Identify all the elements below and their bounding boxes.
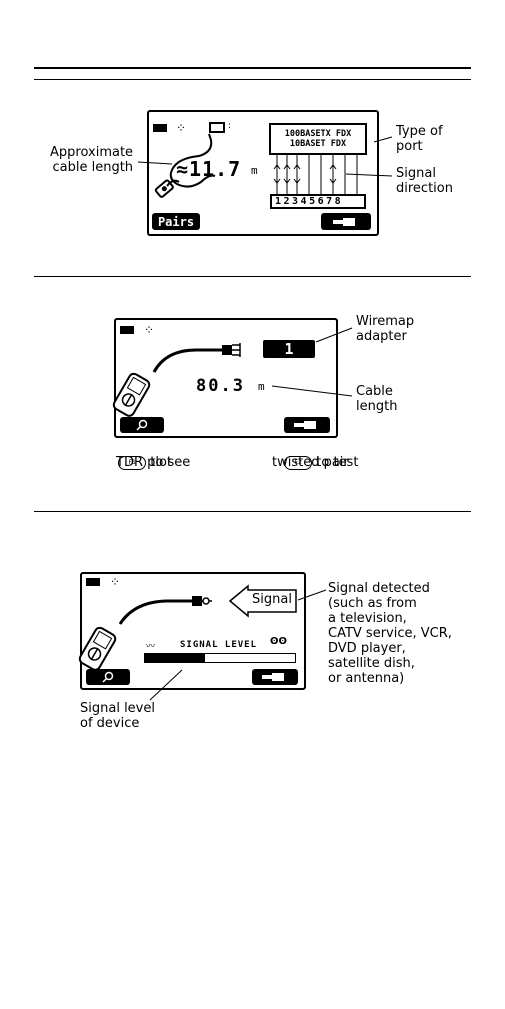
port-type-line1: 100BASETX FDX: [284, 129, 352, 139]
callout-signal-detected: Signal detected (such as from a televisi…: [328, 581, 452, 686]
section-rule-3: [34, 511, 471, 512]
test-pair-softkey[interactable]: [284, 417, 330, 433]
cable-length-value: 80.3: [196, 376, 245, 396]
adapter-id: 1: [284, 340, 294, 358]
magnifier-icon: [136, 419, 148, 431]
f1-instruction-text: to see: [150, 455, 191, 470]
next-softkey[interactable]: [321, 213, 371, 230]
signal-level-bar: [144, 653, 296, 663]
magnifier-icon: [102, 671, 114, 683]
signal-level-label: SIGNAL LEVEL: [180, 640, 258, 650]
f1-key-icon: F1: [118, 455, 147, 470]
port-icon-dots: :: [228, 121, 232, 131]
battery-icon: [86, 578, 100, 586]
plug-icon: [294, 421, 316, 429]
cable-length-unit: m: [258, 380, 265, 393]
figure1-screen: ⁘ : ≈11.7 m 100BASETX FDX 10BASET FDX 12…: [147, 110, 379, 236]
callout-signal-level: Signal level of device: [80, 701, 155, 731]
battery-icon: [153, 124, 167, 132]
plug-icon: [262, 673, 284, 681]
zoom-softkey[interactable]: [86, 669, 130, 685]
wiremap-adapter-box: 1: [263, 340, 315, 358]
cable-length-value: ≈11.7: [176, 157, 242, 181]
zoom-softkey[interactable]: [120, 417, 164, 433]
callout-port-type: Type of port: [396, 124, 443, 154]
cable-length-unit: m: [251, 164, 258, 177]
signal-arrow-icon: [228, 584, 297, 618]
battery-icon: [120, 326, 134, 334]
plug-icon: [333, 217, 355, 226]
figure3-screen: ⁘ Signal 〰 SIGNAL LEVEL ʘʘ: [78, 572, 306, 690]
activity-icon: ⁘: [110, 575, 121, 589]
cable-drawing: [78, 596, 212, 671]
port-icon: [209, 122, 225, 133]
section-rule-2: [34, 276, 471, 277]
port-type-box: 100BASETX FDX 10BASET FDX: [269, 123, 367, 155]
figure1-leader-lines: [137, 136, 393, 177]
activity-icon: ⁘: [176, 121, 187, 135]
activity-icon: ⁘: [144, 323, 155, 337]
signal-level-fill: [145, 654, 205, 662]
cable-drawing: [154, 133, 216, 198]
callout-cable-length: Cable length: [356, 384, 398, 414]
port-type-line2: 10BASET FDX: [289, 139, 347, 149]
figure3-leader-lines: [149, 589, 327, 701]
test-softkey[interactable]: [252, 669, 298, 685]
pin-numbers: 12345678: [275, 196, 344, 207]
wave-icon: 〰: [146, 642, 156, 652]
f1-instruction-line2: TDR plot: [116, 455, 173, 470]
f2-key-icon: F2: [284, 455, 313, 470]
callout-signal-direction: Signal direction: [396, 166, 453, 196]
antenna-icon: ʘʘ: [270, 636, 288, 647]
cable-drawing: [112, 343, 241, 417]
top-rule-thin: [34, 79, 471, 80]
figure2-screen: ⁘ 1 80.3 m: [112, 318, 338, 438]
callout-wiremap-adapter: Wiremap adapter: [356, 314, 415, 344]
callout-approx-length: Approximate cable length: [50, 145, 134, 175]
figure2-leader-lines: [271, 327, 353, 397]
signal-word: Signal: [252, 592, 292, 607]
signal-direction-diagram: [270, 155, 366, 209]
f2-instruction-line2: twisted pair: [272, 455, 349, 470]
pairs-softkey[interactable]: Pairs: [152, 213, 200, 230]
f2-instruction-text: to test: [316, 455, 359, 470]
top-rule-thick: [34, 67, 471, 69]
